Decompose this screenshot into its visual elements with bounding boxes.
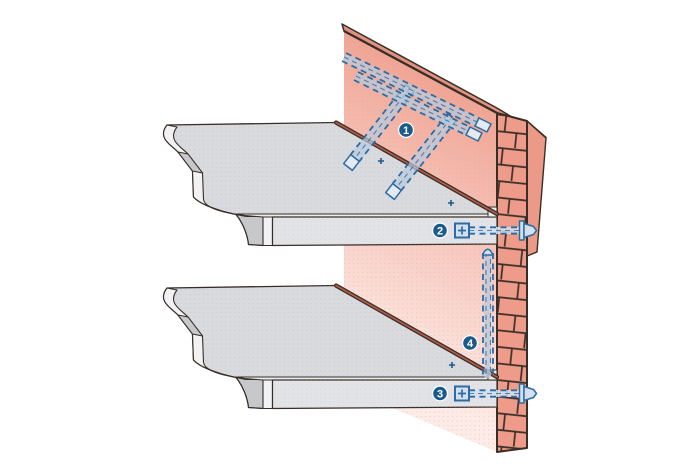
anchor-mark-1 — [378, 158, 384, 164]
brick-wall-section — [496, 112, 528, 453]
callout-badge-circle — [462, 335, 479, 352]
batten-end-cap — [384, 182, 403, 201]
horizontal-batten-2 — [353, 71, 483, 142]
wall-top-inner-edge-line — [343, 29, 498, 115]
anchor-mark-3 — [449, 362, 455, 368]
callout-4-badge: 4 — [462, 335, 479, 352]
batten-end-cap — [474, 117, 492, 133]
callout-2-label: 2 — [437, 226, 443, 238]
diagonal-batten-2 — [384, 112, 458, 201]
callout-badge-circle — [432, 222, 449, 239]
callout-badge-circle — [432, 385, 449, 402]
callout-badge-circle — [398, 121, 415, 138]
callout-3-badge: 3 — [432, 385, 449, 402]
vertical-batten-top-cap — [481, 248, 494, 256]
callout-4-label: 4 — [467, 338, 474, 350]
callout-1-badge: 1 — [398, 121, 415, 138]
callout-2-badge: 2 — [432, 222, 449, 239]
batten-end-cap — [465, 126, 483, 142]
brick-band-outline — [496, 112, 528, 453]
horizontal-batten-1 — [341, 52, 492, 133]
callout-1-label: 1 — [403, 125, 409, 137]
batten-end-cap — [342, 153, 361, 172]
anchor-mark-2 — [448, 200, 454, 206]
vertical-batten — [481, 248, 494, 378]
wall-joint-line-lower — [333, 283, 500, 380]
brick-band-pattern — [497, 113, 527, 452]
callout-3-label: 3 — [437, 389, 443, 401]
